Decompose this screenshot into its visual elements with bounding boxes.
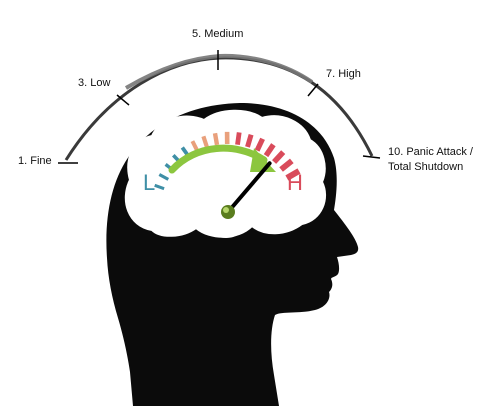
gauge-dash xyxy=(263,143,276,158)
brain xyxy=(124,109,327,238)
gauge-dash xyxy=(235,132,242,146)
gauge-letter-high: H xyxy=(287,170,303,195)
label-panic-line2: Total Shutdown xyxy=(388,161,463,173)
gauge-needle xyxy=(226,161,272,214)
gauge-dash xyxy=(245,133,254,148)
tick-low xyxy=(116,94,130,106)
gauge-dash xyxy=(279,158,294,172)
label-panic-line1: 10. Panic Attack / xyxy=(388,146,474,158)
gauge-dash xyxy=(285,168,301,181)
label-medium: 5. Medium xyxy=(192,28,243,40)
gauge-dash xyxy=(158,173,170,181)
gauge-dash xyxy=(254,137,265,152)
gauge-dash xyxy=(201,135,209,148)
scale-arc xyxy=(58,50,381,164)
gauge-dashes xyxy=(154,131,301,191)
tick-panic xyxy=(362,155,381,159)
label-fine: 1. Fine xyxy=(18,155,52,167)
label-low: 3. Low xyxy=(78,77,110,89)
gauge-dash xyxy=(154,183,165,191)
tick-high xyxy=(307,83,319,97)
gauge-dash xyxy=(272,150,286,164)
gauge-dash xyxy=(212,132,220,146)
label-high: 7. High xyxy=(326,68,361,80)
brain-stem xyxy=(200,218,248,238)
gauge-knob-highlight xyxy=(223,207,229,213)
gauge-letter-low: L xyxy=(143,170,155,195)
